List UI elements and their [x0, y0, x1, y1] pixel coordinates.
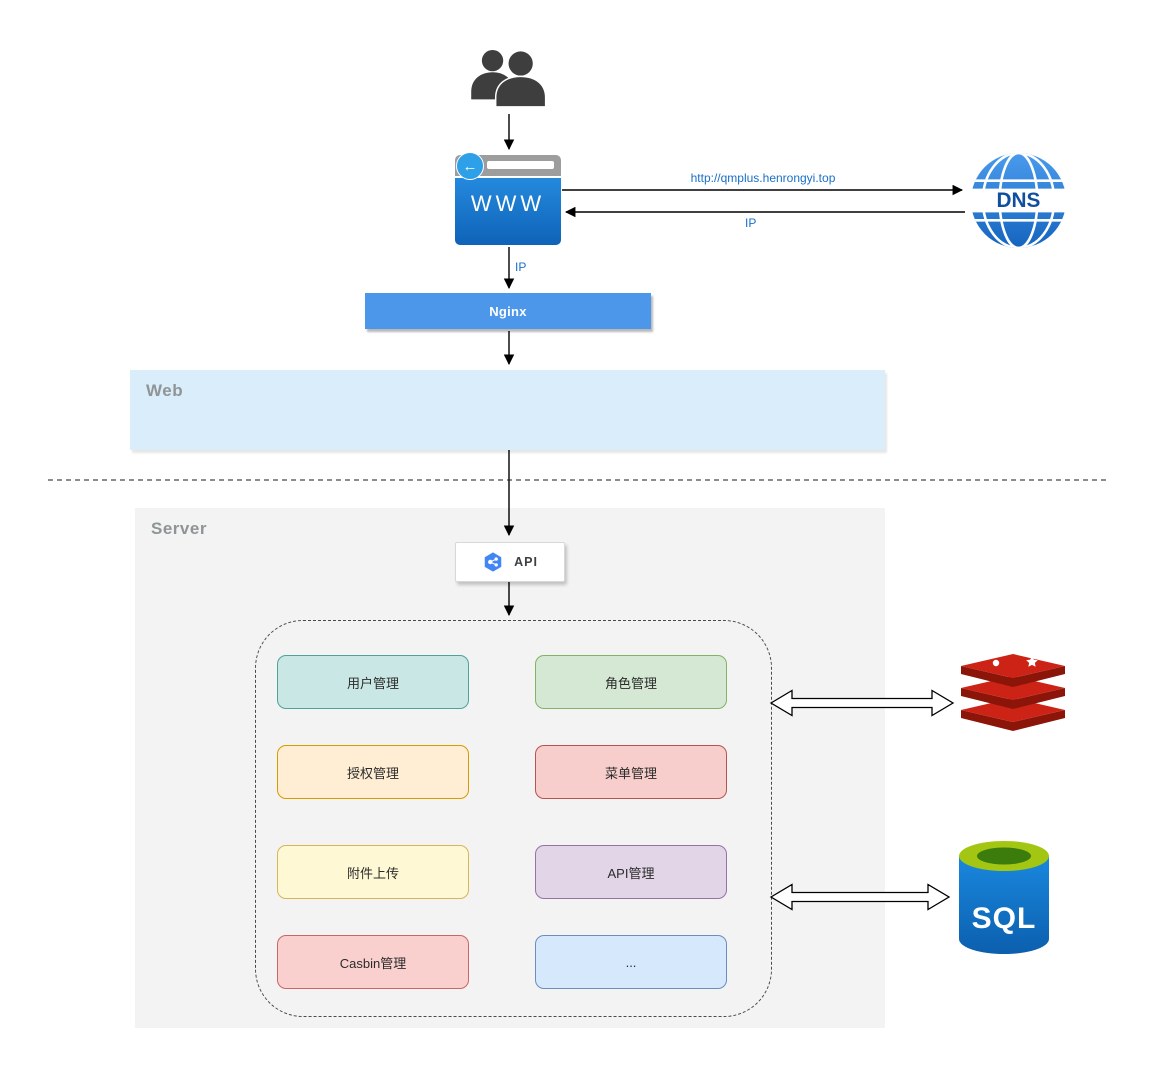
browser-label: WWW	[470, 191, 546, 216]
redis-icon	[956, 652, 1070, 736]
nginx-label: Nginx	[489, 303, 527, 319]
module-box-more: ...	[535, 935, 727, 989]
modules-dashed-container	[255, 620, 772, 1017]
ip-label-nginx: IP	[515, 260, 527, 274]
module-box-authorization-management: 授权管理	[277, 745, 469, 799]
module-label: API管理	[607, 865, 655, 881]
dns-globe-icon: DNS	[969, 151, 1068, 250]
module-box-api-management: API管理	[535, 845, 727, 899]
web-zone-label: Web	[146, 381, 184, 400]
web-zone: Web	[130, 370, 885, 450]
browser-body: WWW	[455, 178, 561, 245]
module-box-menu-management: 菜单管理	[535, 745, 727, 799]
module-label: 角色管理	[604, 675, 657, 691]
users-icon	[468, 48, 552, 112]
module-label: ...	[625, 954, 637, 970]
module-label: 附件上传	[346, 865, 399, 881]
dns-globe-svg: DNS	[969, 152, 1068, 249]
module-box-role-management: 角色管理	[535, 655, 727, 709]
dns-label: DNS	[997, 189, 1041, 212]
nginx-node: Nginx	[365, 293, 651, 329]
module-label: 授权管理	[346, 765, 399, 781]
module-box-casbin-management: Casbin管理	[277, 935, 469, 989]
api-hexagon-icon	[484, 552, 502, 572]
ip-label-dns: IP	[745, 216, 757, 230]
module-label: Casbin管理	[339, 955, 407, 971]
module-label: 菜单管理	[604, 765, 657, 781]
users-icon-svg	[471, 49, 547, 108]
redis-icon-svg	[961, 654, 1065, 731]
sql-database-icon: SQL	[953, 838, 1055, 964]
module-label: 用户管理	[346, 675, 399, 691]
api-label: API	[514, 555, 538, 569]
api-node: API	[455, 542, 565, 582]
browser-node: WWW ←	[455, 152, 561, 245]
server-zone-label: Server	[151, 519, 207, 538]
browser-address-bar	[487, 161, 554, 169]
back-arrow-icon: ←	[456, 152, 484, 180]
sql-database-svg: SQL	[959, 841, 1049, 954]
module-box-user-management: 用户管理	[277, 655, 469, 709]
sql-label: SQL	[972, 902, 1037, 935]
url-label: http://qmplus.henrongyi.top	[690, 171, 836, 185]
module-box-attachment-upload: 附件上传	[277, 845, 469, 899]
server-zone: Server	[135, 508, 885, 1028]
